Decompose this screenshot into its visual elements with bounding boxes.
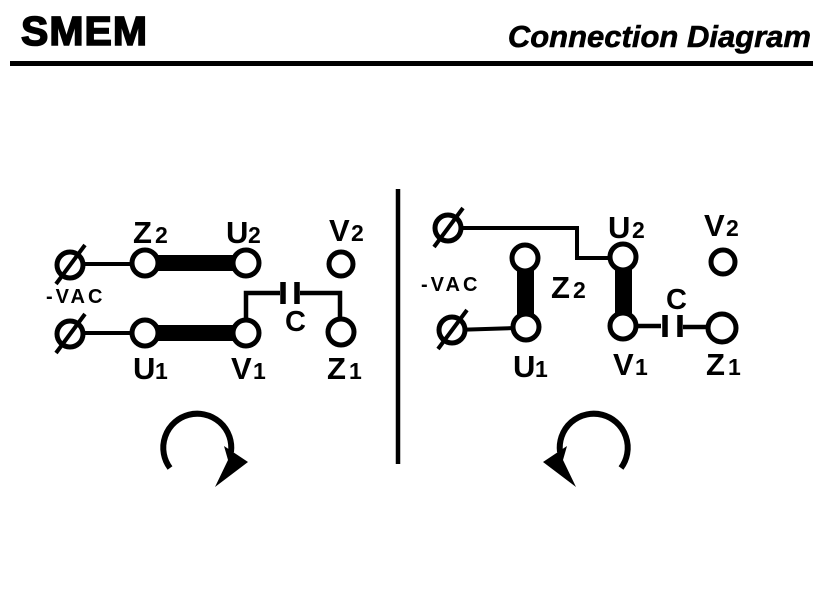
right-label-u1: U (513, 349, 535, 384)
right-label-v1-sub: 1 (635, 354, 648, 380)
left-terminal-v2 (326, 249, 356, 279)
left-label-u1-sub: 1 (155, 358, 168, 384)
page-title: Connection Diagram (507, 19, 812, 55)
right-bridge-bar-z2-u1 (517, 258, 534, 327)
right-label-z1: Z (706, 347, 725, 382)
right-terminal-v1 (607, 310, 639, 342)
header-divider (10, 61, 813, 66)
right-label-z1-sub: 1 (728, 354, 741, 380)
right-label-u2-sub: 2 (632, 217, 645, 243)
right-terminal-z1 (705, 311, 739, 345)
left-terminal-u1 (129, 317, 161, 349)
left-label-z2-sub: 2 (155, 222, 168, 248)
right-rotation-arrow-counterclockwise (543, 410, 631, 487)
left-supply-slash-bottom (54, 312, 87, 355)
left-label-z1: Z (327, 351, 346, 386)
right-label-v1: V (613, 347, 634, 382)
right-label-u1-sub: 1 (535, 356, 548, 382)
right-terminal-z2 (509, 242, 541, 274)
left-label-v2-sub: 2 (351, 220, 364, 246)
left-rotation-arrowhead (215, 446, 248, 487)
right-terminal-v2 (708, 247, 738, 277)
right-capacitor-label: C (666, 284, 687, 316)
right-terminal-u1 (510, 311, 542, 343)
left-bridge-bar-u1-v1 (145, 325, 246, 341)
left-terminal-v1 (230, 317, 262, 349)
right-diagram-counterclockwise: -VAC Z 2 U 2 V 2 U 1 V 1 Z 1 C (421, 206, 741, 487)
right-supply-slash-top (432, 206, 465, 249)
right-label-u2: U (608, 210, 630, 245)
right-label-z2: Z (551, 270, 570, 305)
left-diagram-clockwise: -VAC Z 2 U 2 V 2 U 1 V 1 Z 1 C (46, 213, 364, 487)
right-bridge-bar-u2-v1 (615, 257, 632, 326)
left-supply-slash-top (54, 243, 87, 286)
left-label-v1-sub: 1 (253, 358, 266, 384)
left-label-z1-sub: 1 (349, 358, 362, 384)
brand-logo: SMEM (20, 7, 148, 55)
right-supply-slash-bottom (436, 308, 469, 351)
left-rotation-arc (160, 410, 235, 470)
left-vac-label: -VAC (46, 286, 105, 308)
left-label-v2: V (329, 213, 350, 248)
right-terminal-u2 (607, 241, 639, 273)
left-terminal-z1 (325, 316, 357, 348)
right-rotation-arc (556, 410, 631, 470)
right-label-v2-sub: 2 (726, 215, 739, 241)
left-label-u2: U (226, 215, 248, 250)
left-label-u1: U (133, 351, 155, 386)
right-rotation-arrowhead (543, 446, 576, 487)
left-terminal-u2 (230, 247, 262, 279)
left-label-v1: V (231, 351, 252, 386)
right-supply-wire-top (458, 226, 610, 260)
left-label-u2-sub: 2 (248, 222, 261, 248)
left-capacitor-label: C (285, 306, 306, 338)
right-label-v2: V (704, 208, 725, 243)
left-bridge-bar-z2-u2 (145, 255, 246, 271)
left-label-z2: Z (133, 215, 152, 250)
left-terminal-z2 (129, 247, 161, 279)
right-label-z2-sub: 2 (573, 277, 586, 303)
right-vac-label: -VAC (421, 274, 480, 296)
left-rotation-arrow-clockwise (160, 410, 248, 487)
